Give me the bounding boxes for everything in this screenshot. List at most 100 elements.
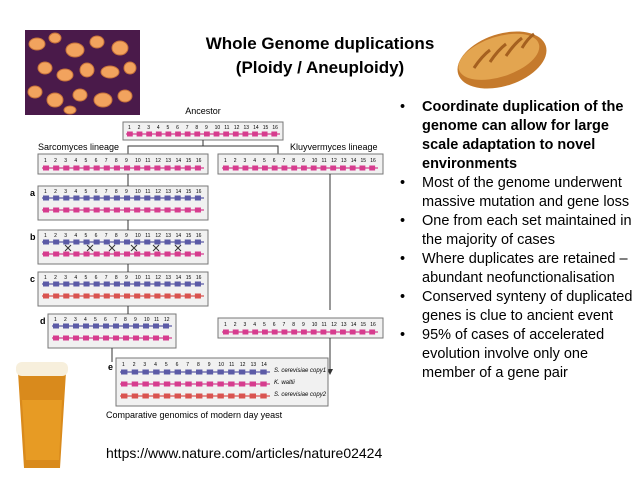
gene-number: 1: [44, 189, 47, 195]
beer-glass-image: [16, 362, 68, 468]
gene-block: [164, 165, 171, 171]
gene-number: 2: [133, 362, 136, 368]
gene-block: [131, 369, 139, 375]
gene-block: [83, 335, 89, 341]
figure-caption: Comparative genomics of modern day yeast: [106, 410, 283, 420]
gene-number: 16: [370, 158, 376, 164]
bullet-text: Conserved synteny of duplicated genes is…: [422, 289, 633, 324]
gene-block: [252, 131, 258, 137]
gene-number: 6: [104, 317, 107, 323]
gene-block: [134, 207, 141, 213]
gene-block: [320, 329, 327, 335]
gene-block: [73, 165, 80, 171]
gene-block: [73, 207, 80, 213]
gene-number: 13: [166, 158, 172, 164]
gene-block: [260, 381, 267, 387]
gene-number: 9: [208, 362, 211, 368]
gene-block: [53, 251, 60, 257]
gene-block: [124, 281, 131, 287]
gene-block: [142, 393, 149, 399]
gene-block: [63, 165, 70, 171]
gene-block: [194, 239, 201, 245]
gene-block: [310, 329, 317, 335]
gene-block: [249, 369, 256, 375]
title-line-2: (Ploidy / Aneuploidy): [235, 58, 405, 77]
gene-block: [340, 165, 346, 171]
bullet-icon: •: [400, 289, 406, 305]
gene-number: 8: [195, 125, 198, 131]
gene-block: [196, 393, 203, 399]
gene-block: [124, 195, 131, 201]
gene-block: [73, 293, 80, 299]
gene-number: 11: [154, 317, 159, 323]
gene-block: [165, 131, 172, 137]
gene-block: [249, 393, 256, 399]
gene-block: [124, 239, 131, 245]
gene-block: [196, 381, 203, 387]
gene-number: 16: [196, 275, 202, 281]
gene-block: [206, 381, 214, 387]
gene-number: 9: [302, 158, 305, 164]
gene-block: [301, 165, 307, 171]
gene-block: [164, 239, 171, 245]
gene-block: [154, 251, 161, 257]
gene-number: 5: [94, 317, 97, 323]
gene-number: 15: [186, 233, 192, 239]
gene-block: [53, 207, 60, 213]
bullet-icon: •: [400, 327, 406, 343]
gene-number: 4: [74, 158, 77, 164]
gene-block: [291, 329, 298, 335]
gene-number: 6: [176, 362, 179, 368]
gene-block: [163, 381, 171, 387]
gene-block: [93, 195, 100, 201]
bullet-icon: •: [400, 99, 406, 115]
gene-block: [228, 369, 235, 375]
gene-number: 9: [302, 322, 305, 328]
gene-number: 3: [143, 362, 146, 368]
gene-block: [134, 281, 141, 287]
gene-block: [184, 281, 191, 287]
gene-block: [73, 281, 80, 287]
gene-number: 7: [105, 158, 108, 164]
gene-number: 1: [44, 158, 47, 164]
gene-block: [63, 195, 70, 201]
gene-number: 8: [115, 233, 118, 239]
gene-block: [113, 293, 120, 299]
gene-block: [369, 329, 376, 335]
gene-number: 15: [263, 125, 269, 131]
gene-number: 2: [234, 322, 237, 328]
gene-block: [153, 369, 160, 375]
gene-block: [121, 393, 128, 399]
gene-block: [154, 165, 161, 171]
gene-number: 9: [125, 275, 128, 281]
gene-number: 7: [114, 317, 117, 323]
gene-block: [131, 381, 139, 387]
gene-block: [164, 207, 171, 213]
gene-block: [223, 131, 230, 137]
gene-number: 13: [166, 189, 172, 195]
gene-block: [369, 165, 376, 171]
gene-number: 5: [85, 275, 88, 281]
gene-number: 6: [95, 233, 98, 239]
gene-block: [185, 381, 192, 387]
ancestor-label: Ancestor: [185, 106, 221, 116]
gene-block: [320, 165, 327, 171]
source-url[interactable]: https://www.nature.com/articles/nature02…: [106, 445, 383, 461]
gene-block: [83, 207, 90, 213]
gene-block: [174, 165, 181, 171]
gene-number: 10: [215, 125, 221, 131]
gene-number: 5: [263, 322, 266, 328]
gene-block: [103, 251, 110, 257]
gene-block: [232, 131, 239, 137]
gene-number: 14: [351, 158, 357, 164]
gene-block: [43, 281, 50, 287]
gene-block: [174, 369, 181, 375]
gene-block: [127, 131, 133, 137]
gene-number: 6: [95, 275, 98, 281]
gene-number: 7: [186, 362, 189, 368]
gene-number: 12: [155, 233, 161, 239]
gene-block: [163, 369, 171, 375]
gene-number: 14: [261, 362, 267, 368]
gene-number: 12: [331, 322, 337, 328]
gene-block: [242, 131, 249, 137]
